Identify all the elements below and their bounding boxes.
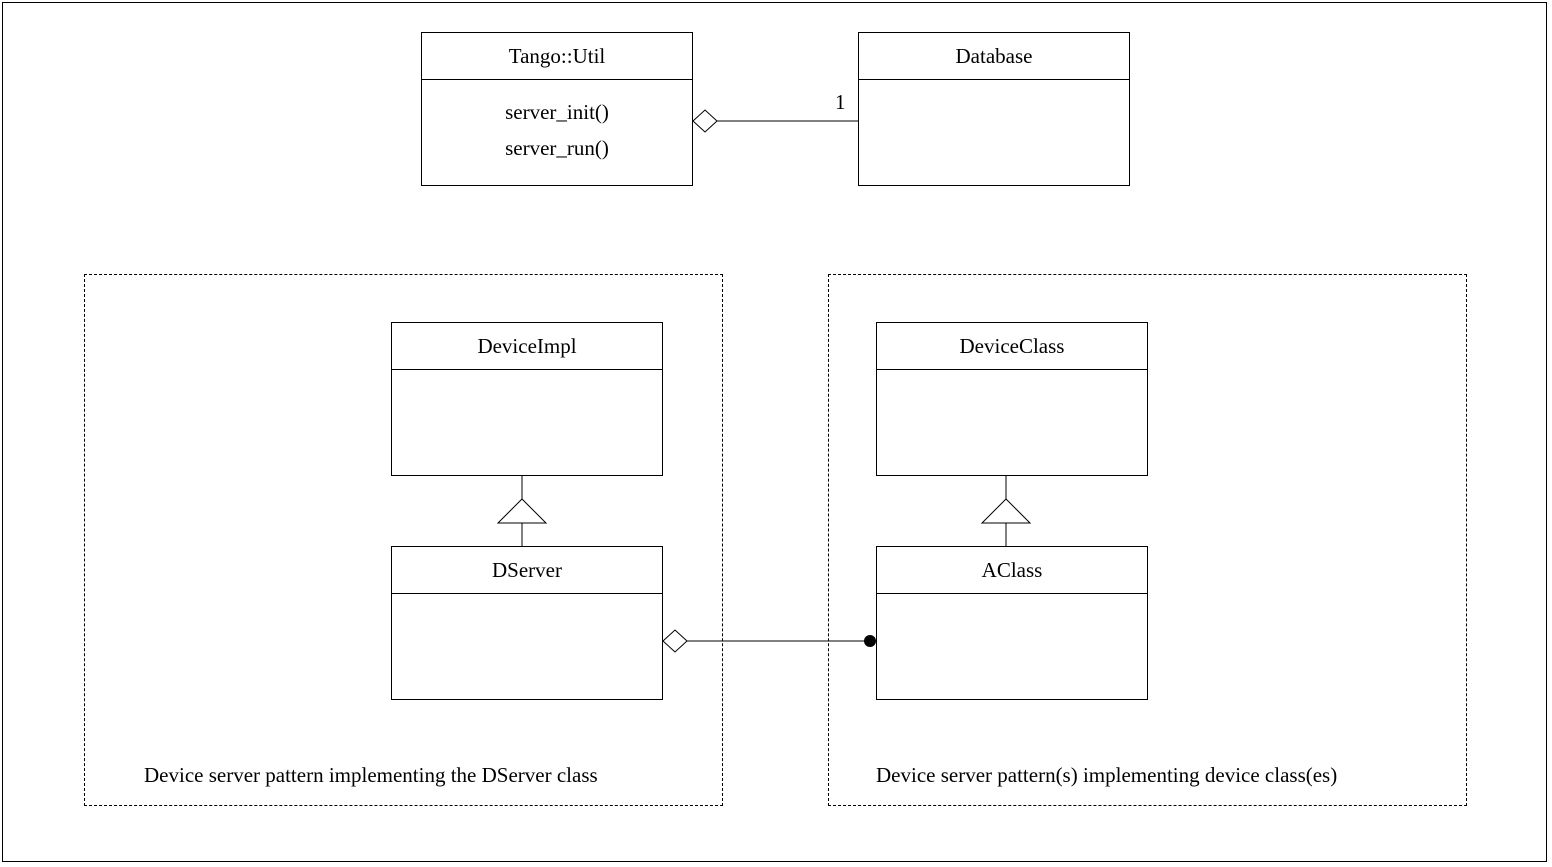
class-database: Database [858, 32, 1130, 186]
class-tango-util-operations: server_init() server_run() [422, 80, 692, 166]
class-device-class: DeviceClass [876, 322, 1148, 476]
operation-server-init: server_init() [505, 100, 609, 124]
operation-server-run: server_run() [505, 136, 609, 160]
multiplicity-label: 1 [835, 90, 846, 114]
package-device-pattern-caption: Device server pattern(s) implementing de… [876, 763, 1338, 787]
class-database-name: Database [859, 33, 1129, 80]
class-dserver-name: DServer [392, 547, 662, 594]
class-tango-util: Tango::Util server_init() server_run() [421, 32, 693, 186]
package-dserver-pattern [84, 274, 723, 806]
class-aclass-name: AClass [877, 547, 1147, 594]
class-device-class-name: DeviceClass [877, 323, 1147, 370]
class-device-impl-name: DeviceImpl [392, 323, 662, 370]
package-device-pattern [828, 274, 1467, 806]
class-device-impl: DeviceImpl [391, 322, 663, 476]
class-aclass: AClass [876, 546, 1148, 700]
package-dserver-pattern-caption: Device server pattern implementing the D… [144, 763, 598, 787]
class-tango-util-name: Tango::Util [422, 33, 692, 80]
class-dserver: DServer [391, 546, 663, 700]
